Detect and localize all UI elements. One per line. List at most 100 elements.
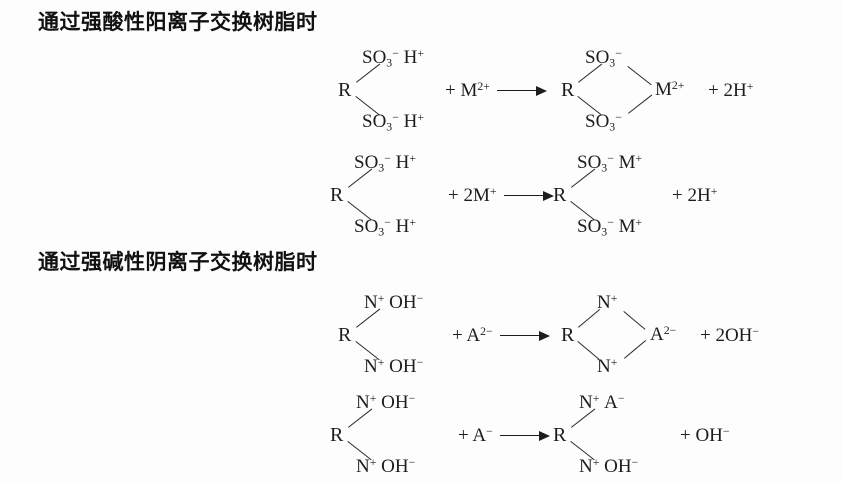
- so3-charge: −: [384, 152, 391, 166]
- reaction-arrow-icon: [496, 85, 549, 97]
- byproduct-charge: −: [752, 325, 760, 339]
- counter-ion-charge: −: [416, 292, 424, 306]
- counter-ion: H: [403, 47, 418, 68]
- so3-text: SO: [362, 111, 387, 132]
- reagent-charge: 2+: [477, 80, 490, 94]
- ammonium-charge: +: [592, 392, 600, 406]
- metal-charge: 2+: [671, 79, 685, 93]
- so3-subscript: 3: [378, 225, 385, 239]
- reagent-text: + A: [452, 325, 481, 346]
- scheme2-reactant-bottom-group: SO3− H+: [354, 217, 416, 238]
- scheme4-byproduct: + OH−: [680, 425, 730, 447]
- reagent-text: + 2M: [448, 185, 490, 206]
- reaction-arrow-icon: [503, 190, 556, 202]
- reaction-scheme-1: R SO3− H+ SO3− H+ + M2+ R SO3− SO3− M2+ …: [0, 40, 842, 140]
- counter-ion-charge: −: [408, 392, 416, 406]
- reagent-text: + M: [445, 80, 478, 101]
- scheme4-reactant-backbone: R: [330, 424, 344, 446]
- scheme2-product-backbone: R: [553, 184, 567, 206]
- so3-subscript: 3: [601, 161, 608, 175]
- counter-ion-charge: +: [409, 152, 416, 166]
- counter-ion: M: [618, 216, 636, 237]
- byproduct-text: + OH: [680, 425, 723, 446]
- reagent-charge: −: [486, 425, 493, 439]
- anion-charge: 2−: [663, 324, 677, 338]
- ammonium-text: N: [364, 356, 378, 377]
- scheme1-product-bond-topright: [627, 66, 652, 86]
- section-heading-anion-resin: 通过强碱性阴离子交换树脂时: [38, 250, 318, 274]
- counter-ion: OH: [381, 392, 409, 413]
- counter-ion-charge: +: [409, 216, 416, 230]
- counter-ion-charge: −: [631, 456, 639, 470]
- counter-ion-charge: +: [417, 111, 424, 125]
- ammonium-charge: +: [610, 292, 618, 306]
- scheme2-byproduct: + 2H+: [672, 185, 717, 207]
- scheme1-arrow-group: + M2+: [445, 80, 553, 102]
- scheme4-product-bottom-group: N+ OH−: [579, 457, 638, 476]
- ammonium-charge: +: [592, 456, 600, 470]
- reagent-charge: 2−: [480, 325, 493, 339]
- scheme3-product-right-group: A2−: [650, 325, 676, 344]
- scheme4-reactant-bottom-group: N+ OH−: [356, 457, 415, 476]
- so3-text: SO: [577, 152, 602, 173]
- ammonium-charge: +: [610, 356, 618, 370]
- scheme1-reactant-top-group: SO3− H+: [362, 48, 424, 69]
- reagent-text: + A: [458, 425, 487, 446]
- reaction-scheme-2: R SO3− H+ SO3− H+ + 2M+ R SO3− M+ SO3− M…: [0, 145, 842, 245]
- so3-subscript: 3: [609, 120, 616, 134]
- so3-text: SO: [354, 152, 379, 173]
- scheme1-reactant-bottom-group: SO3− H+: [362, 112, 424, 133]
- scheme3-product-bond-bottomright: [624, 340, 647, 359]
- so3-text: SO: [585, 111, 610, 132]
- scheme1-byproduct: + 2H+: [708, 80, 753, 102]
- scheme1-reactant-backbone: R: [338, 79, 352, 101]
- scheme2-product-bottom-group: SO3− M+: [577, 217, 642, 238]
- counter-ion-charge: +: [635, 216, 643, 230]
- ammonium-text: N: [356, 456, 370, 477]
- scheme4-added-reagent: + A−: [458, 425, 493, 447]
- counter-ion-charge: −: [617, 392, 625, 406]
- scheme1-product-right-group: M2+: [655, 80, 684, 99]
- scheme3-product-backbone: R: [561, 324, 575, 346]
- so3-text: SO: [354, 216, 379, 237]
- scheme3-product-bottom-group: N+: [597, 357, 617, 376]
- ammonium-charge: +: [369, 456, 377, 470]
- scheme2-reactant-top-group: SO3− H+: [354, 153, 416, 174]
- reagent-charge: +: [489, 185, 497, 199]
- counter-ion: OH: [389, 356, 417, 377]
- scheme4-arrow-group: + A−: [458, 425, 556, 447]
- counter-ion: H: [395, 152, 410, 173]
- ammonium-charge: +: [369, 392, 377, 406]
- so3-subscript: 3: [601, 225, 608, 239]
- ammonium-text: N: [597, 356, 611, 377]
- counter-ion: OH: [389, 292, 417, 313]
- scheme4-product-top-group: N+ A−: [579, 393, 625, 412]
- scheme2-added-reagent: + 2M+: [448, 185, 497, 207]
- so3-charge: −: [607, 152, 614, 166]
- scheme3-reactant-bottom-group: N+ OH−: [364, 357, 423, 376]
- reaction-scheme-4: R N+ OH− N+ OH− + A− R N+ A− N+ OH− + OH…: [0, 385, 842, 485]
- so3-subscript: 3: [609, 56, 616, 70]
- byproduct-charge: +: [710, 185, 718, 199]
- anion-text: A: [650, 324, 664, 345]
- section-heading-cation-resin: 通过强酸性阳离子交换树脂时: [38, 10, 318, 34]
- so3-charge: −: [392, 47, 399, 61]
- so3-text: SO: [362, 47, 387, 68]
- so3-subscript: 3: [386, 120, 393, 134]
- counter-ion: H: [403, 111, 418, 132]
- scheme4-reactant-top-group: N+ OH−: [356, 393, 415, 412]
- scheme2-product-top-group: SO3− M+: [577, 153, 642, 174]
- byproduct-text: + 2H: [672, 185, 711, 206]
- ammonium-text: N: [356, 392, 370, 413]
- scheme2-arrow-group: + 2M+: [448, 185, 560, 207]
- counter-ion-charge: +: [635, 152, 643, 166]
- reaction-arrow-icon: [499, 330, 552, 342]
- ammonium-text: N: [364, 292, 378, 313]
- metal-text: M: [655, 79, 672, 100]
- counter-ion: H: [395, 216, 410, 237]
- ammonium-charge: +: [377, 292, 385, 306]
- so3-charge: −: [607, 216, 614, 230]
- so3-charge: −: [615, 111, 622, 125]
- scheme3-byproduct: + 2OH−: [700, 325, 759, 347]
- reaction-scheme-3: R N+ OH− N+ OH− + A2− R N+ N+ A2− + 2OH−: [0, 285, 842, 385]
